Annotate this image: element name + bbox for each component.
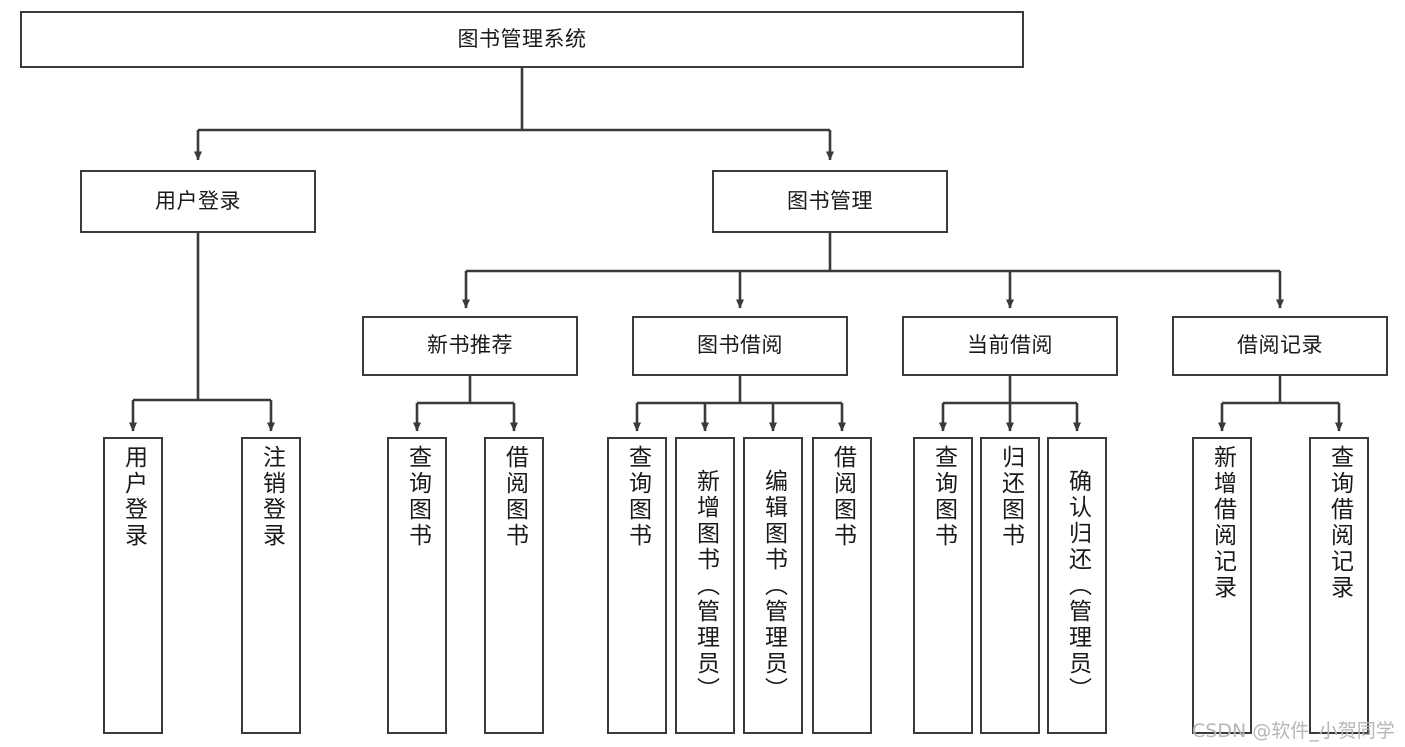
csdn-watermark: CSDN @软件_小贺同学 [1192,720,1395,742]
node-book-management[interactable]: 图书管理 [712,170,948,233]
node-label: 新书推荐 [427,333,513,358]
node-borrow-records[interactable]: 借阅记录 [1172,316,1388,376]
node-root-system[interactable]: 图书管理系统 [20,11,1024,68]
node-label: 当前借阅 [967,333,1053,358]
node-label: 新增借阅记录 [1209,445,1236,601]
node-label: 编辑图书（管理员） [760,468,787,703]
node-label: 查询图书 [404,445,431,549]
leaf-query-book-recommend[interactable]: 查询图书 [387,437,447,734]
leaf-edit-book-admin[interactable]: 编辑图书（管理员） [743,437,803,734]
node-label: 查询图书 [930,445,957,549]
node-label: 图书管理系统 [457,26,587,51]
leaf-logout[interactable]: 注销登录 [241,437,301,734]
leaf-query-book-current[interactable]: 查询图书 [913,437,973,734]
leaf-query-book-borrow[interactable]: 查询图书 [607,437,667,734]
node-label: 查询图书 [624,445,651,549]
node-label: 图书借阅 [697,333,783,358]
leaf-query-borrow-record[interactable]: 查询借阅记录 [1309,437,1369,734]
leaf-borrow-book[interactable]: 借阅图书 [812,437,872,734]
node-label: 用户登录 [120,445,147,549]
node-label: 借阅记录 [1237,333,1323,358]
leaf-borrow-book-recommend[interactable]: 借阅图书 [484,437,544,734]
node-label: 确认归还（管理员） [1064,468,1091,703]
node-label: 借阅图书 [501,445,528,549]
leaf-user-login[interactable]: 用户登录 [103,437,163,734]
leaf-add-book-admin[interactable]: 新增图书（管理员） [675,437,735,734]
node-label: 新增图书（管理员） [692,468,719,703]
node-book-borrow[interactable]: 图书借阅 [632,316,848,376]
leaf-confirm-return-admin[interactable]: 确认归还（管理员） [1047,437,1107,734]
node-label: 归还图书 [997,445,1024,549]
node-label: 借阅图书 [829,445,856,549]
node-label: 图书管理 [787,188,873,213]
node-label: 查询借阅记录 [1326,445,1353,601]
node-label: 用户登录 [155,188,241,213]
node-new-book-recommend[interactable]: 新书推荐 [362,316,578,376]
leaf-return-book[interactable]: 归还图书 [980,437,1040,734]
node-user-login[interactable]: 用户登录 [80,170,316,233]
node-current-borrow[interactable]: 当前借阅 [902,316,1118,376]
leaf-add-borrow-record[interactable]: 新增借阅记录 [1192,437,1252,734]
node-label: 注销登录 [258,445,285,549]
